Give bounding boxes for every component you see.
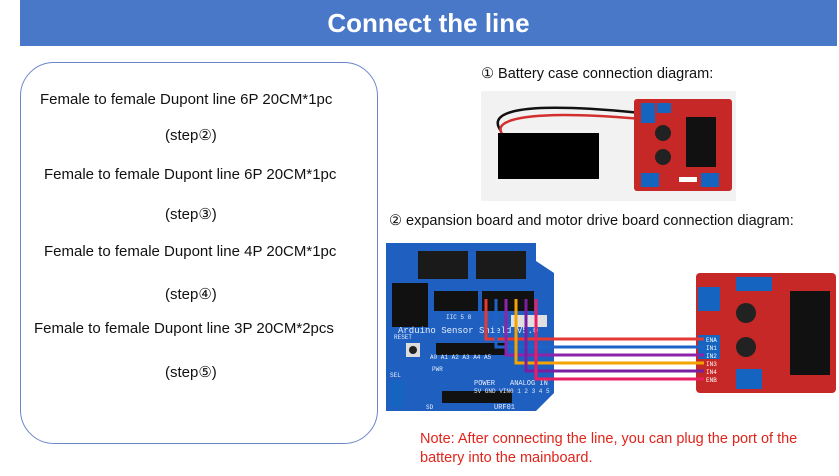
jumper-wire-1 [484, 299, 704, 341]
material-item-2: Female to female Dupont line 6P 20CM*1pc [44, 166, 337, 183]
jumper-wire-5 [524, 299, 704, 373]
sd-label: SD [426, 404, 434, 411]
shield-label: Arduino Sensor Shield V5.0 [398, 326, 538, 336]
reset-label: RESET [394, 334, 412, 341]
driver-pin-label-enb: ENB [706, 377, 717, 384]
power-pins-label: 5V GND VIN [474, 388, 510, 395]
iic-label: IIC 5 8 [446, 314, 472, 321]
power-label: POWER [474, 380, 496, 388]
material-item-3: Female to female Dupont line 4P 20CM*1pc [44, 243, 337, 260]
pin-row-label: A0 A1 A2 A3 A4 A5 [430, 354, 492, 361]
page-title: Connect the line [327, 7, 530, 38]
note-text: Note: After connecting the line, you can… [420, 431, 798, 466]
battery-connection-photo [481, 91, 736, 201]
driver-pin-label-in2: IN2 [706, 353, 717, 360]
material-step-4: (step⑤) [165, 364, 217, 381]
driver-pin-label-in4: IN4 [706, 369, 717, 376]
expansion-diagram-caption: ② expansion board and motor drive board … [389, 213, 794, 229]
jumper-wire-6 [534, 299, 704, 381]
expansion-connection-photo: Arduino Sensor Shield V5.0 RESET PWR SEL… [386, 243, 839, 423]
materials-panel [20, 62, 378, 444]
driver-pin-label-ena: ENA [706, 337, 717, 344]
driver-pin-label-in3: IN3 [706, 361, 717, 368]
material-step-2: (step③) [165, 206, 217, 223]
analog-label: ANALOG IN [510, 380, 548, 388]
jumper-wire-3 [504, 299, 704, 357]
driver-pin-label-in1: IN1 [706, 345, 717, 352]
title-banner: Connect the line [20, 0, 837, 46]
jumper-wire-2 [494, 299, 704, 349]
jumper-wire-4 [514, 299, 704, 365]
battery-case [498, 133, 599, 179]
sel-label: SEL [390, 372, 401, 379]
material-item-1: Female to female Dupont line 6P 20CM*1pc [40, 91, 333, 108]
battery-diagram-caption: ① Battery case connection diagram: [481, 66, 714, 82]
material-step-1: (step②) [165, 127, 217, 144]
material-item-4: Female to female Dupont line 3P 20CM*2pc… [34, 320, 334, 337]
analog-nums-label: 0 1 2 3 4 5 [510, 388, 550, 395]
urf-label: URF01 [494, 404, 515, 412]
pwr-label: PWR [432, 366, 443, 373]
material-step-3: (step④) [165, 286, 217, 303]
